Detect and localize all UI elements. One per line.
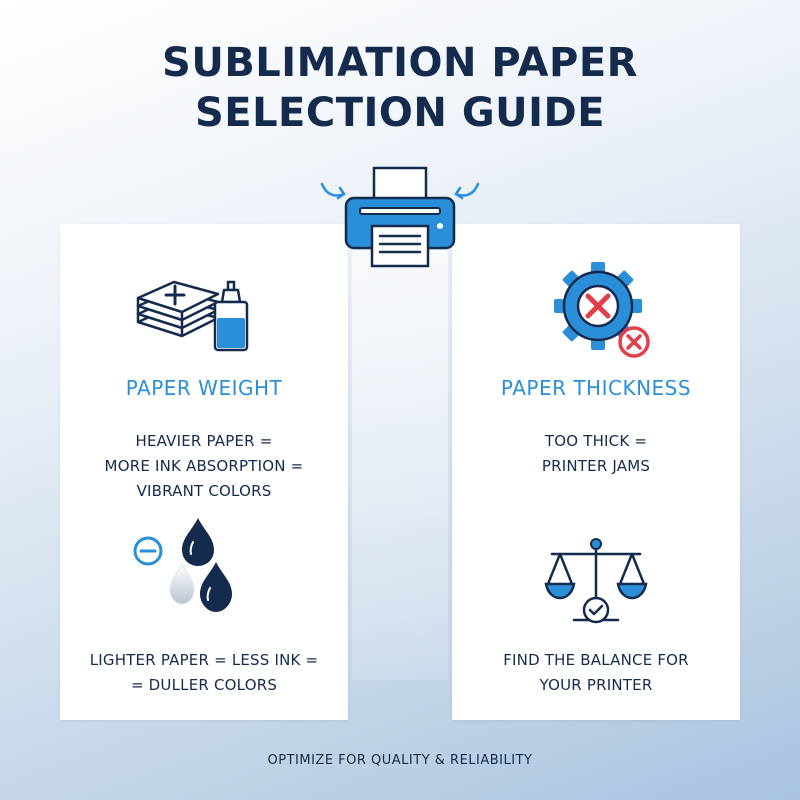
lighter-line-2: = DULLER COLORS	[130, 676, 278, 694]
lighter-line-1: LIGHTER PAPER = LESS INK =	[89, 651, 319, 669]
page-title: SUBLIMATION PAPER SELECTION GUIDE	[0, 38, 800, 138]
balance-line-1: FIND THE BALANCE FOR	[503, 651, 689, 669]
paper-weight-panel: PAPER WEIGHT HEAVIER PAPER = MORE INK AB…	[60, 224, 348, 720]
title-line-2: SELECTION GUIDE	[194, 90, 606, 136]
thick-line-1: TOO THICK =	[544, 432, 648, 450]
balance-line-2: YOUR PRINTER	[539, 676, 653, 694]
paper-weight-heading: PAPER WEIGHT	[125, 376, 283, 400]
ink-bottle-icon	[213, 280, 249, 352]
heavier-line-1: HEAVIER PAPER =	[135, 432, 273, 450]
heavier-line-2: MORE INK ABSORPTION =	[104, 457, 304, 475]
title-line-1: SUBLIMATION PAPER	[162, 40, 638, 86]
heavier-line-3: VIBRANT COLORS	[136, 482, 272, 500]
light-beam	[352, 250, 448, 680]
minus-circle-icon	[133, 536, 163, 566]
ink-drops-icon	[169, 518, 232, 612]
lighter-paper-text: LIGHTER PAPER = LESS INK = = DULLER COLO…	[60, 648, 348, 698]
printer-icon	[320, 166, 480, 268]
thick-line-2: PRINTER JAMS	[541, 457, 651, 475]
paper-thickness-panel: PAPER THICKNESS TOO THICK = PRINTER JAMS…	[452, 224, 740, 720]
footer-tagline: OPTIMIZE FOR QUALITY & RELIABILITY	[267, 753, 533, 768]
gear-error-icon	[554, 262, 650, 358]
balance-scale-icon	[544, 538, 648, 624]
heavier-paper-text: HEAVIER PAPER = MORE INK ABSORPTION = VI…	[60, 429, 348, 504]
find-balance-text: FIND THE BALANCE FOR YOUR PRINTER	[452, 648, 740, 698]
too-thick-text: TOO THICK = PRINTER JAMS	[452, 429, 740, 479]
paper-stack-icon	[136, 280, 220, 338]
paper-thickness-heading: PAPER THICKNESS	[500, 376, 692, 400]
